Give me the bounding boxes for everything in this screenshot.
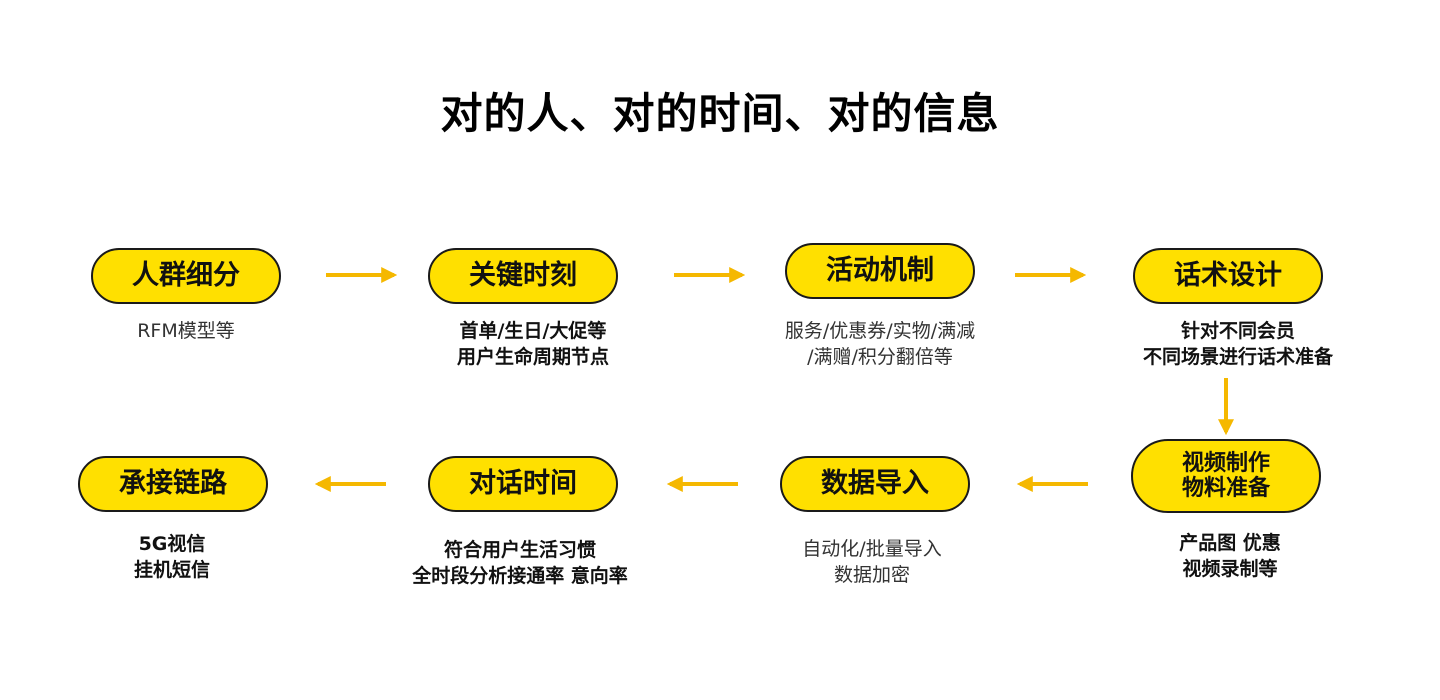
step-video-materials: 视频制作 物料准备 bbox=[1131, 439, 1321, 513]
step-script-design-desc-line: 不同场景进行话术准备 bbox=[1142, 346, 1333, 368]
step-key-moments-desc-line: 用户生命周期节点 bbox=[456, 346, 609, 368]
step-video-materials-desc: 产品图 优惠 视频录制等 bbox=[1080, 530, 1380, 582]
step-script-design-desc-line: 针对不同会员 bbox=[1180, 320, 1295, 342]
step-campaign-mechanism-desc: 服务/优惠券/实物/满减 /满赠/积分翻倍等 bbox=[730, 318, 1030, 370]
step-data-import-desc: 自动化/批量导入 数据加密 bbox=[722, 536, 1022, 588]
step-script-design: 话术设计 bbox=[1133, 248, 1323, 304]
step-campaign-mechanism-desc-line: 服务/优惠券/实物/满减 bbox=[784, 320, 976, 342]
step-data-import-desc-line: 自动化/批量导入 bbox=[802, 538, 942, 560]
step-data-import: 数据导入 bbox=[780, 456, 970, 512]
step-campaign-mechanism: 活动机制 bbox=[785, 243, 975, 299]
step-data-import-desc-line: 数据加密 bbox=[833, 564, 910, 586]
step-segmentation-desc-line: RFM模型等 bbox=[137, 320, 235, 342]
step-call-timing-desc-line: 全时段分析接通率 意向率 bbox=[412, 565, 628, 587]
step-follow-up-link-desc-line: 5G视信 bbox=[138, 533, 206, 555]
step-video-materials-label-line: 视频制作 bbox=[1181, 450, 1270, 476]
step-segmentation: 人群细分 bbox=[91, 248, 281, 304]
step-video-materials-desc-line: 产品图 优惠 bbox=[1179, 532, 1281, 554]
step-follow-up-link-desc-line: 挂机短信 bbox=[133, 559, 210, 581]
step-script-design-desc: 针对不同会员 不同场景进行话术准备 bbox=[1088, 318, 1388, 370]
step-call-timing: 对话时间 bbox=[428, 456, 618, 512]
step-key-moments: 关键时刻 bbox=[428, 248, 618, 304]
step-follow-up-link-desc: 5G视信 挂机短信 bbox=[22, 531, 322, 583]
step-call-timing-desc: 符合用户生活习惯 全时段分析接通率 意向率 bbox=[370, 537, 670, 589]
step-call-timing-desc-line: 符合用户生活习惯 bbox=[443, 539, 596, 561]
step-key-moments-desc-line: 首单/生日/大促等 bbox=[459, 320, 607, 342]
step-campaign-mechanism-desc-line: /满赠/积分翻倍等 bbox=[807, 346, 953, 368]
step-key-moments-desc: 首单/生日/大促等 用户生命周期节点 bbox=[383, 318, 683, 370]
step-follow-up-link: 承接链路 bbox=[78, 456, 268, 512]
step-video-materials-label-line: 物料准备 bbox=[1181, 476, 1270, 501]
step-video-materials-desc-line: 视频录制等 bbox=[1182, 558, 1278, 580]
diagram-title: 对的人、对的时间、对的信息 bbox=[440, 89, 1000, 138]
step-segmentation-desc: RFM模型等 bbox=[36, 318, 336, 344]
